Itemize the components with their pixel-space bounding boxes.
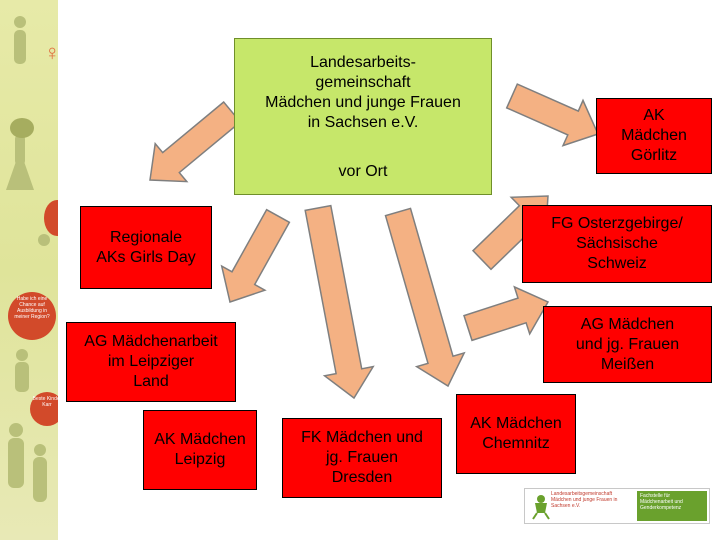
svg-text:♀: ♀ bbox=[44, 40, 58, 65]
logo-right-text: Fachstelle für Mädchenarbeit und Genderk… bbox=[640, 493, 683, 511]
box-ak-chemnitz: AK Mädchen Chemnitz bbox=[456, 394, 576, 474]
box-regionale-aks-label: Regionale AKs Girls Day bbox=[96, 228, 196, 266]
box-fg-osterzgebirge-label: FG Osterzgebirge/ Sächsische Schweiz bbox=[551, 215, 683, 272]
sidebar-bubble-1-text: Habe ich eine Chance auf Ausbildung in m… bbox=[14, 296, 50, 320]
sidebar-bubble-2-text: Beste Kinder Karr bbox=[32, 396, 58, 408]
sidebar-bubble-3 bbox=[44, 200, 58, 236]
box-fg-osterzgebirge: FG Osterzgebirge/ Sächsische Schweiz bbox=[522, 205, 712, 283]
arrow-to-ak-goerlitz bbox=[505, 83, 600, 147]
box-fk-dresden-label: FK Mädchen und jg. Frauen Dresden bbox=[301, 429, 423, 486]
box-ag-leipziger-land: AG Mädchenarbeit im Leipziger Land bbox=[66, 322, 236, 402]
sidebar-figures: ♀ bbox=[6, 16, 58, 502]
logo-figure-icon bbox=[532, 495, 550, 520]
box-fk-dresden: FK Mädchen und jg. Frauen Dresden bbox=[282, 418, 442, 498]
box-regionale-aks: Regionale AKs Girls Day bbox=[80, 206, 212, 289]
box-ag-meissen-label: AG Mädchen und jg. Frauen Meißen bbox=[575, 315, 680, 373]
box-ak-goerlitz: AK Mädchen Görlitz bbox=[596, 98, 712, 174]
logo-left-text: Landesarbeitsgemeinschaft Mädchen und ju… bbox=[551, 491, 618, 509]
sidebar-bubble-2: Beste Kinder Karr bbox=[30, 392, 58, 426]
logo-right-panel: Fachstelle für Mädchenarbeit und Genderk… bbox=[637, 491, 707, 521]
box-ak-leipzig-label: AK Mädchen Leipzig bbox=[154, 431, 246, 468]
center-subtitle: vor Ort bbox=[338, 163, 388, 180]
box-ag-meissen: AG Mädchen und jg. Frauen Meißen bbox=[543, 306, 712, 383]
box-ak-chemnitz-label: AK Mädchen Chemnitz bbox=[470, 415, 562, 452]
box-ak-goerlitz-label: AK Mädchen Görlitz bbox=[621, 107, 687, 164]
box-ak-leipzig: AK Mädchen Leipzig bbox=[143, 410, 257, 490]
sidebar-decoration: ♀ Habe ich eine Chance auf Ausbildung in… bbox=[0, 0, 58, 540]
arrow-to-ag-meissen bbox=[463, 285, 550, 342]
organization-logo: Landesarbeitsgemeinschaft Mädchen und ju… bbox=[524, 488, 710, 524]
arrow-to-ag-leipziger-land bbox=[220, 208, 291, 303]
sidebar-bubble-1: Habe ich eine Chance auf Ausbildung in m… bbox=[8, 292, 56, 340]
arrow-to-ak-chemnitz bbox=[384, 207, 466, 388]
arrow-to-regionale-aks bbox=[149, 100, 242, 183]
center-title: Landesarbeits- gemeinschaft Mädchen und … bbox=[265, 54, 461, 131]
center-organization-box: Landesarbeits- gemeinschaft Mädchen und … bbox=[234, 38, 492, 195]
arrow-to-fk-dresden bbox=[304, 204, 375, 400]
box-ag-leipziger-land-label: AG Mädchenarbeit im Leipziger Land bbox=[84, 333, 218, 390]
